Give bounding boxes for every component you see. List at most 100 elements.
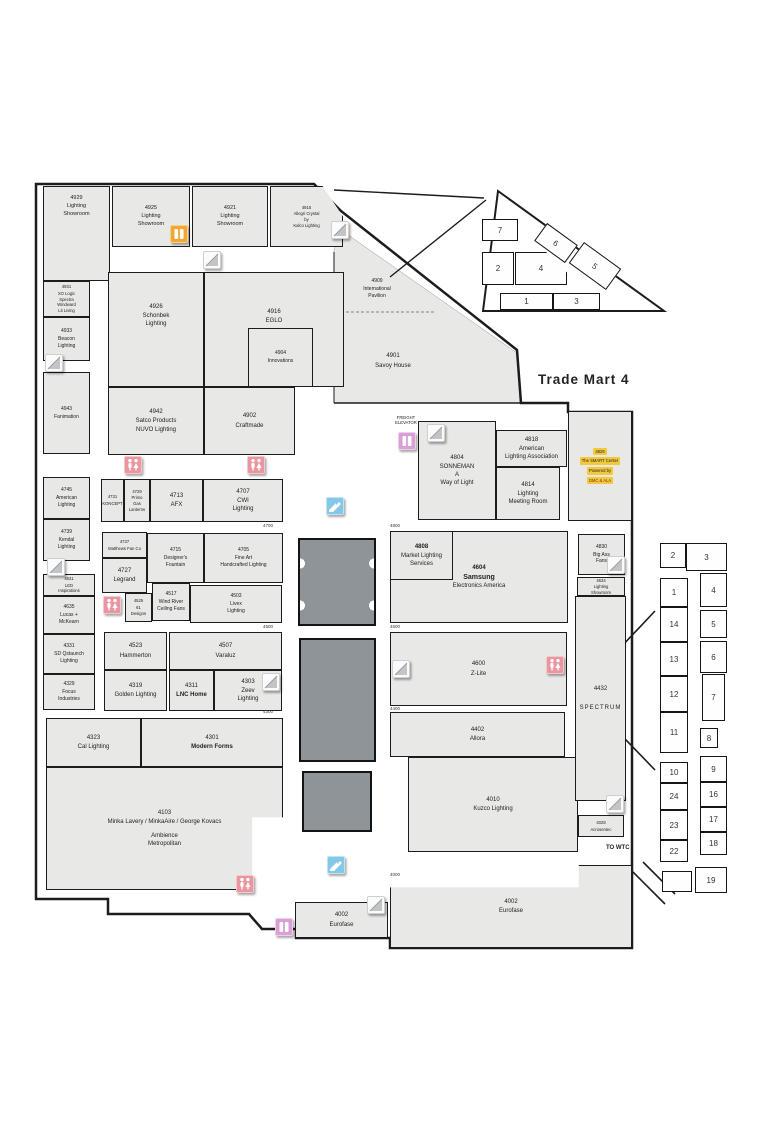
room-name: The SMART Center (579, 457, 621, 465)
room-4705: 4705 Fine Art Handcrafted Lighting (204, 533, 283, 583)
room-number: 4715 (169, 547, 182, 554)
room-number: 4915 (301, 204, 312, 210)
room-number: 4901 (386, 353, 400, 360)
room-number: 4739 (60, 529, 73, 536)
room-name: Primo Gas Lanterns (128, 495, 146, 512)
room-4503: 4503 Livex Lighting (190, 585, 282, 623)
restroom-icon (546, 656, 564, 674)
spectrum-booth-18: 18 (700, 832, 727, 855)
room-4943: 4943 Fanimation (43, 372, 90, 454)
room-name: Cal Lighting (77, 744, 110, 750)
room-name: Fanimation (54, 413, 79, 420)
room-name: American Lighting Association (504, 445, 559, 461)
room-subname: Powered by (586, 467, 614, 475)
room-number: 4028 (596, 819, 606, 825)
room-name: Kuzco Lighting (473, 806, 513, 812)
corridor-label: 4000 (390, 872, 401, 877)
room-name: Satco Products NUVO Lighting (135, 418, 177, 433)
room-name: Designer's Fountain (163, 555, 188, 568)
stairs-icon (326, 497, 344, 515)
room-name: Livex Lighting (227, 601, 245, 614)
room-name: Zeev Lighting (237, 687, 259, 703)
room-name: LED Inspirations (58, 582, 80, 594)
room-4933: 4933 Beacon Lighting (43, 317, 90, 361)
room-name: Matthews Fan Co (108, 545, 141, 551)
corridor-label: 4600 (390, 624, 401, 629)
room-subname: Ambience Metropolitan (147, 833, 182, 848)
room-name: Allora (469, 736, 486, 742)
room-4902: 4902 Craftmade (204, 387, 295, 455)
room-name: EGLO (265, 318, 283, 325)
restroom-icon (103, 596, 121, 614)
room-4818: 4818 American Lighting Association (496, 430, 567, 467)
spectrum-booth-16: 16 (700, 782, 727, 807)
room-name: KONCEPT (102, 501, 123, 506)
room-number: 4402 (470, 726, 485, 733)
room-number: 4727 (117, 567, 132, 574)
room-4942: 4942 Satco Products NUVO Lighting (108, 387, 204, 455)
room-name: Hammerton (119, 652, 152, 659)
room-name: Samsung (463, 573, 495, 581)
room-4739: 4739 Kendal Lighting (43, 519, 90, 561)
freight-elevator-label: FREIGHT ELEVATOR (395, 415, 417, 426)
room-4909: 4909 International Pavilion (345, 274, 409, 304)
room-number: 4808 (414, 543, 429, 550)
spectrum-booth-1: 1 (660, 578, 688, 607)
room-name: American Lighting (55, 495, 78, 508)
spectrum-booth-9: 9 (700, 756, 727, 782)
room-4745: 4745 American Lighting (43, 477, 90, 519)
room-name: Eurofase (329, 921, 354, 928)
room-name: Beacon Lighting (57, 336, 76, 349)
room-4814: 4814 Lighting Meeting Room (496, 467, 560, 520)
room-subname: Electronics America (452, 583, 506, 590)
room-number: 4904 (274, 350, 287, 357)
restroom-icon (124, 456, 142, 474)
spectrum-booth-12: 12 (660, 676, 688, 712)
room-name: AFX (170, 502, 183, 508)
room-name: Lighting Meeting Room (508, 490, 548, 506)
room-4826: 4826 The SMART Center Powered by DMC & A… (568, 411, 632, 521)
escalator-icon (367, 896, 385, 914)
room-4331: 4331 SD Qstaunch Lighting (43, 634, 95, 674)
room-4731: 4731 KONCEPT (101, 479, 124, 522)
spectrum-booth-7: 7 (702, 674, 725, 721)
spectrum-booth-unlabeled (662, 871, 692, 892)
corridor-label: 4300 (263, 709, 274, 714)
room-name: Schonbek Lighting (142, 313, 170, 328)
room-name: Wind River Ceiling Fans (157, 599, 185, 612)
room-name: Modern Forms (191, 744, 233, 750)
room-4103: 4103 Minka Lavery / MinkaAire / George K… (46, 767, 283, 890)
room-name: Craftmade (235, 422, 264, 429)
room-number: 4929 (70, 195, 83, 201)
restroom-icon (236, 875, 254, 893)
spectrum-booth-17: 17 (700, 807, 727, 832)
escalator-icon (606, 795, 624, 813)
room-number: 4303 (241, 678, 255, 685)
spectrum-booth-4: 4 (700, 573, 727, 607)
spectrum-booth-22: 22 (660, 840, 688, 862)
restroom-icon (247, 456, 265, 474)
room-number: 4432 (593, 686, 608, 693)
room-number: 4604 (472, 564, 486, 571)
escalator-icon (607, 556, 625, 574)
room-name: Focus Industries (58, 689, 80, 702)
room-name: SONNEMAN A Way of Light (439, 463, 475, 487)
room-name: Lighting Showroom (63, 203, 90, 217)
room-number: 4921 (223, 204, 237, 211)
room-name: Innovations (267, 358, 294, 364)
room-4507: 4507 Varaluz (169, 632, 282, 670)
room-4525: 4525 61 Designs (125, 593, 152, 622)
room-number: 4916 (267, 309, 281, 315)
room-name: Varaluz (215, 652, 236, 659)
room-name: Fine Art Handcrafted Lighting (220, 555, 267, 568)
room-4323: 4323 Cal Lighting (46, 718, 141, 767)
building-core (302, 771, 372, 832)
pavilion-booth-1: 1 (500, 293, 553, 310)
room-number: 4943 (60, 405, 73, 412)
escalator-icon (331, 221, 349, 239)
room-number: 4329 (63, 681, 75, 688)
to-wtc-label: TO WTC (606, 845, 630, 851)
room-name: Z-Lite (470, 670, 487, 677)
spectrum-booth-10: 10 (660, 762, 688, 783)
room-number: 4319 (128, 682, 143, 689)
